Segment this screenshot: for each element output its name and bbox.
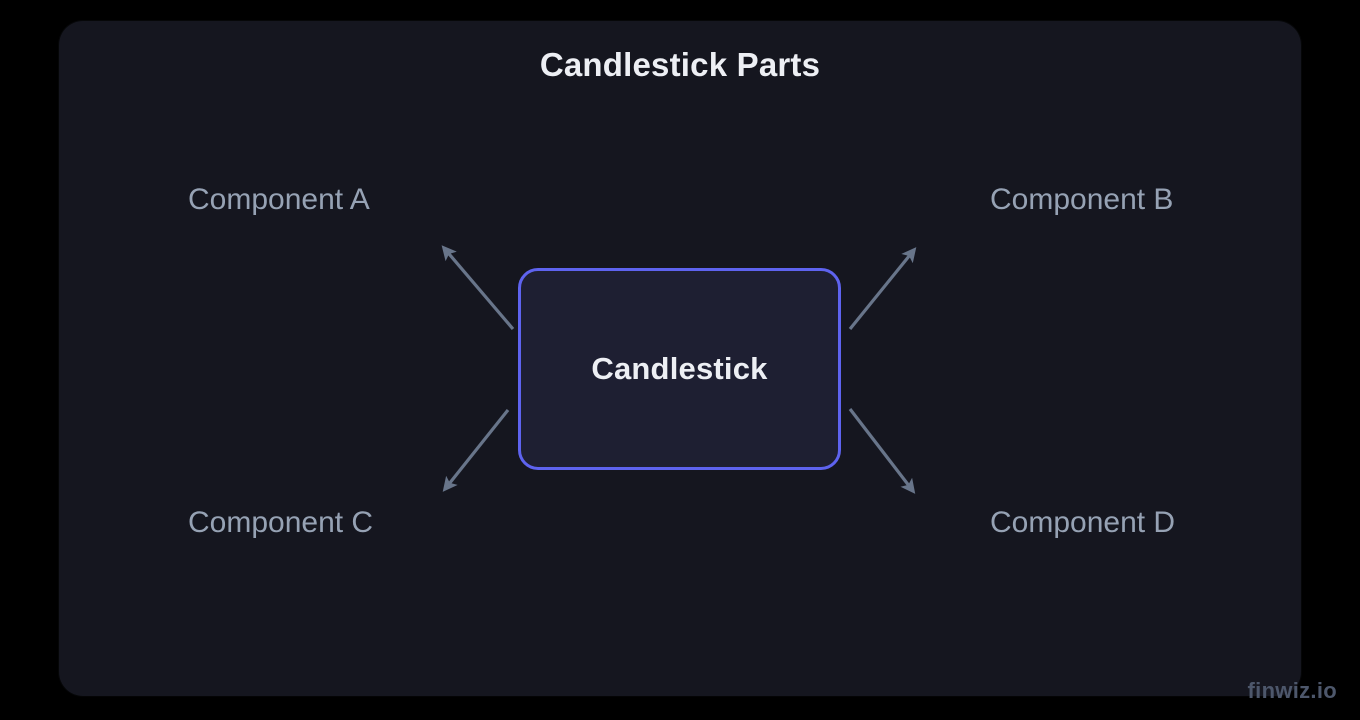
arrow-to-component-a	[441, 245, 515, 331]
node-component-d[interactable]: Component D	[990, 506, 1176, 539]
arrow-to-component-c	[442, 409, 510, 492]
node-candlestick[interactable]: Candlestick	[518, 268, 841, 470]
node-component-a[interactable]: Component A	[188, 183, 370, 216]
watermark: finwiz.io	[1247, 678, 1337, 703]
diagram-title: Candlestick Parts	[539, 46, 821, 83]
arrow-to-component-d	[848, 408, 916, 494]
node-component-c[interactable]: Component C	[188, 506, 374, 539]
diagram-panel: Candlestick Parts Component A Component …	[59, 21, 1301, 696]
node-component-b[interactable]: Component B	[990, 183, 1174, 216]
arrow-to-component-b	[848, 247, 917, 331]
center-node-label: Candlestick	[591, 351, 768, 386]
